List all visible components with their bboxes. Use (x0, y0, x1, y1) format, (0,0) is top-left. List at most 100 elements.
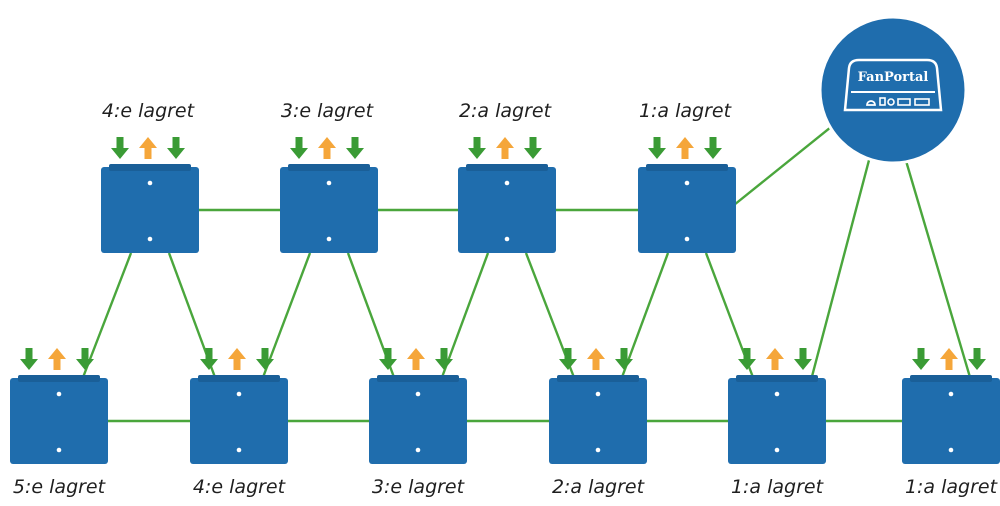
switch-top-strip (377, 375, 459, 382)
port-dot-lower (415, 447, 421, 453)
switch-top-strip (557, 375, 639, 382)
layer-label: 3:e lagret (371, 476, 465, 498)
port-dot-upper (595, 391, 601, 397)
switch-node-b4 (549, 348, 647, 464)
portal-circle (818, 15, 968, 165)
arrow-down-right-icon (167, 137, 185, 159)
arrow-up-icon (940, 348, 958, 370)
port-dot-lower (56, 447, 62, 453)
connection-line-t2-b2 (260, 252, 312, 381)
connection-line-portal-t4 (733, 122, 836, 206)
port-dot-upper (774, 391, 780, 397)
arrow-down-right-icon (435, 348, 453, 370)
switch-node-b1 (10, 348, 108, 464)
port-dot-upper (684, 180, 690, 186)
port-dot-upper (504, 180, 510, 186)
arrow-up-icon (318, 137, 336, 159)
switch-node-b5 (728, 348, 826, 464)
arrow-up-icon (139, 137, 157, 159)
switch-top-strip (736, 375, 818, 382)
port-dot-lower (684, 236, 690, 242)
arrow-down-left-icon (738, 348, 756, 370)
switch-node-t2 (280, 137, 378, 253)
switch-top-strip (18, 375, 100, 382)
switch-top-strip (910, 375, 992, 382)
arrow-down-left-icon (20, 348, 38, 370)
arrow-down-right-icon (794, 348, 812, 370)
arrow-down-left-icon (468, 137, 486, 159)
arrow-down-left-icon (200, 348, 218, 370)
port-dot-lower (774, 447, 780, 453)
layer-label: 3:e lagret (280, 100, 374, 122)
switch-body (638, 167, 736, 253)
arrow-up-icon (766, 348, 784, 370)
arrow-down-left-icon (648, 137, 666, 159)
layer-label: 1:a lagret (638, 100, 732, 122)
switch-top-strip (109, 164, 191, 171)
router-device-icon (843, 58, 943, 112)
arrow-up-icon (676, 137, 694, 159)
layer-label: 2:a lagret (458, 100, 552, 122)
portal-label: FanPortal (858, 70, 929, 85)
switch-top-strip (466, 164, 548, 171)
layer-label: 2:a lagret (551, 476, 645, 498)
switch-node-t3 (458, 137, 556, 253)
arrow-down-left-icon (290, 137, 308, 159)
port-dot-lower (236, 447, 242, 453)
arrow-down-right-icon (256, 348, 274, 370)
arrow-down-right-icon (524, 137, 542, 159)
arrow-up-icon (496, 137, 514, 159)
port-dot-lower (147, 236, 153, 242)
port-dot-upper (147, 180, 153, 186)
switch-body (728, 378, 826, 464)
switch-node-t1 (101, 137, 199, 253)
arrow-up-icon (48, 348, 66, 370)
arrow-down-right-icon (704, 137, 722, 159)
switch-node-b6 (902, 348, 1000, 464)
switch-top-strip (646, 164, 728, 171)
port-dot-lower (595, 447, 601, 453)
switch-node-b3 (369, 348, 467, 464)
port-dot-upper (326, 180, 332, 186)
switch-node-t4 (638, 137, 736, 253)
switch-body (369, 378, 467, 464)
switch-node-b2 (190, 348, 288, 464)
layer-label: 4:e lagret (101, 100, 195, 122)
switch-body (10, 378, 108, 464)
port-dot-lower (948, 447, 954, 453)
switch-top-strip (288, 164, 370, 171)
switch-body (190, 378, 288, 464)
arrow-down-right-icon (76, 348, 94, 370)
arrow-down-left-icon (379, 348, 397, 370)
arrow-down-left-icon (559, 348, 577, 370)
port-dot-upper (415, 391, 421, 397)
arrow-down-right-icon (346, 137, 364, 159)
layer-label: 4:e lagret (192, 476, 286, 498)
port-dot-upper (56, 391, 62, 397)
switch-body (549, 378, 647, 464)
switch-body (902, 378, 1000, 464)
connection-line-portal-b6 (903, 155, 974, 385)
layer-label: 1:a lagret (904, 476, 998, 498)
arrow-up-icon (587, 348, 605, 370)
port-dot-lower (326, 236, 332, 242)
fanportal-hub: FanPortal (818, 15, 968, 165)
layer-label: 5:e lagret (12, 476, 106, 498)
arrow-down-right-icon (615, 348, 633, 370)
switch-top-strip (198, 375, 280, 382)
arrow-down-left-icon (912, 348, 930, 370)
switch-body (280, 167, 378, 253)
connection-line-t3-b3 (439, 252, 490, 381)
connection-line-t4-b4 (619, 252, 670, 381)
layer-label: 1:a lagret (730, 476, 824, 498)
port-dot-upper (236, 391, 242, 397)
connection-line-t1-b1 (80, 252, 133, 381)
arrow-down-right-icon (968, 348, 986, 370)
port-dot-lower (504, 236, 510, 242)
switch-body (101, 167, 199, 253)
arrow-down-left-icon (111, 137, 129, 159)
arrow-up-icon (407, 348, 425, 370)
port-dot-upper (948, 391, 954, 397)
